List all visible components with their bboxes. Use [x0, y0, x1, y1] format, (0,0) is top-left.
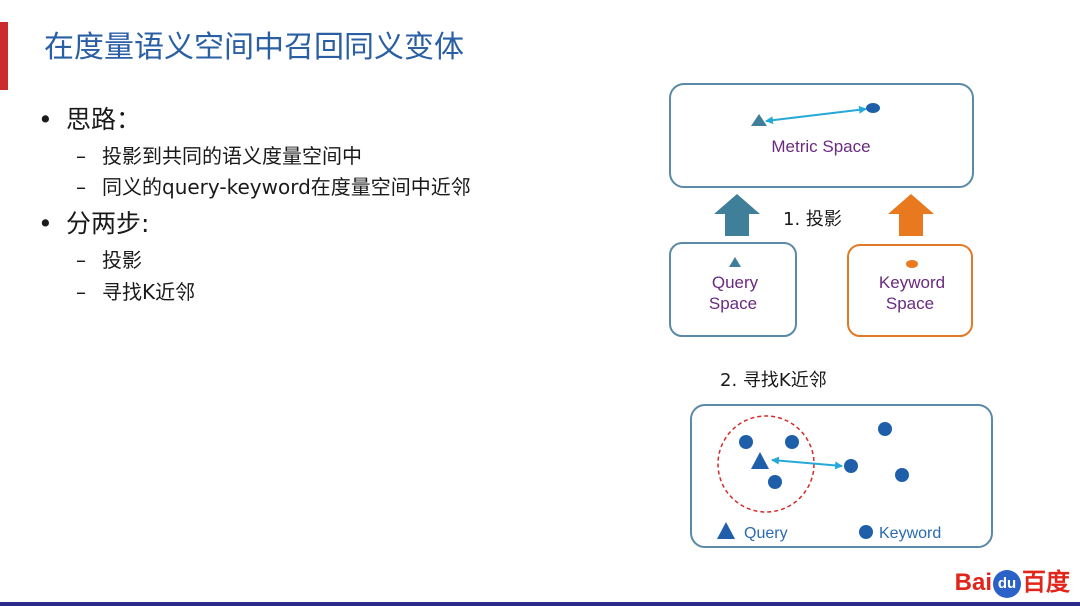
bullet-2: • 分两步: — [38, 207, 149, 241]
metric-space-label: Metric Space — [771, 137, 870, 156]
bullet-1-text: 思路： — [66, 105, 142, 134]
metric-query-triangle — [751, 114, 767, 126]
metric-keyword-dot — [866, 103, 880, 113]
bullet-dot: • — [38, 105, 53, 134]
legend-keyword-icon — [859, 525, 873, 539]
keyword-space-box — [847, 244, 973, 337]
keyword-space-dot — [906, 260, 918, 268]
legend-query-label: Query — [744, 525, 788, 542]
bullet-1-sub-1-text: 投影到共同的语义度量空间中 — [102, 144, 362, 168]
query-space-label-line1: Query — [712, 273, 759, 292]
bullet-1-sub-1: –投影到共同的语义度量空间中 — [76, 142, 362, 170]
knn-link-arrow — [771, 456, 843, 470]
query-space-box — [669, 242, 797, 337]
slide-title: 在度量语义空间中召回同义变体 — [44, 30, 464, 65]
legend-keyword-label: Keyword — [879, 525, 941, 542]
query-projection-arrow — [714, 194, 760, 236]
dash-marker: – — [76, 280, 86, 304]
knn-query-triangle — [751, 452, 769, 469]
logo-bai: Bai — [954, 569, 992, 596]
bullet-2-sub-1-text: 投影 — [102, 248, 142, 272]
dash-marker: – — [76, 175, 86, 199]
bullet-1-sub-2-text: 同义的query-keyword在度量空间中近邻 — [102, 175, 471, 199]
bullet-2-sub-2: –寻找K近邻 — [76, 278, 195, 306]
paw-icon: du — [993, 569, 1021, 598]
bullet-2-sub-2-text: 寻找K近邻 — [102, 280, 196, 304]
query-space-label-line2: Space — [709, 294, 757, 313]
bullet-2-sub-1: –投影 — [76, 246, 142, 274]
dash-marker: – — [76, 144, 86, 168]
footer-line — [0, 602, 1080, 606]
bullet-1: • 思路： — [38, 103, 141, 137]
knn-keyword-point — [785, 435, 799, 449]
metric-link-arrow — [765, 105, 867, 125]
step1-label: 1. 投影 — [783, 209, 842, 230]
logo-cn: 百度 — [1022, 569, 1070, 596]
keyword-projection-arrow — [888, 194, 934, 236]
knn-keyword-point — [768, 475, 782, 489]
knn-keyword-point — [878, 422, 892, 436]
title-accent-bar — [0, 22, 8, 90]
step2-label: 2. 寻找K近邻 — [720, 370, 827, 391]
knn-keyword-point — [844, 459, 858, 473]
knn-box — [690, 404, 993, 548]
bullet-dot: • — [38, 209, 53, 238]
knn-keyword-point — [739, 435, 753, 449]
bullet-1-sub-2: –同义的query-keyword在度量空间中近邻 — [76, 173, 471, 201]
dash-marker: – — [76, 248, 86, 272]
metric-space-box — [669, 83, 974, 188]
knn-keyword-point — [895, 468, 909, 482]
bullet-2-text: 分两步: — [66, 209, 150, 238]
keyword-space-label-line2: Space — [886, 294, 934, 313]
keyword-space-label-line1: Keyword — [879, 273, 945, 292]
query-space-triangle — [729, 257, 741, 267]
legend-query-icon — [717, 522, 735, 539]
